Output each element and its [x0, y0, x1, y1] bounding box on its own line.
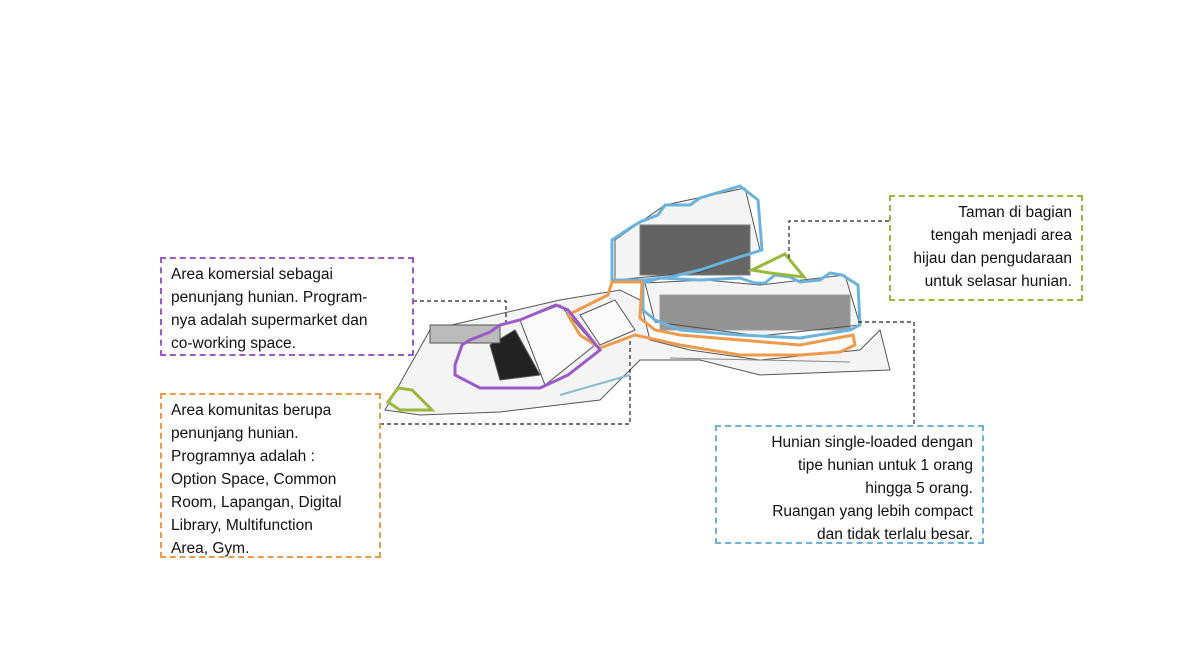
housing-leader-line: [858, 321, 915, 425]
commercial-outline: [453, 303, 603, 390]
housing-callout: Hunian single-loaded dengan tipe hunian …: [715, 425, 984, 544]
community-outline: [565, 280, 857, 357]
green-area-left-outline: [385, 386, 436, 412]
green-area-center-outline: [747, 252, 808, 279]
garden-leader-line: [788, 220, 889, 258]
leader-lines: [380, 220, 915, 425]
housing-outline-lower: [641, 271, 862, 340]
commercial-callout: Area komersial sebagai penunjang hunian.…: [160, 257, 414, 356]
commercial-leader-line: [413, 300, 507, 322]
garden-callout: Taman di bagian tengah menjadi area hija…: [889, 195, 1083, 301]
community-callout: Area komunitas berupa penunjang hunian. …: [160, 393, 381, 558]
